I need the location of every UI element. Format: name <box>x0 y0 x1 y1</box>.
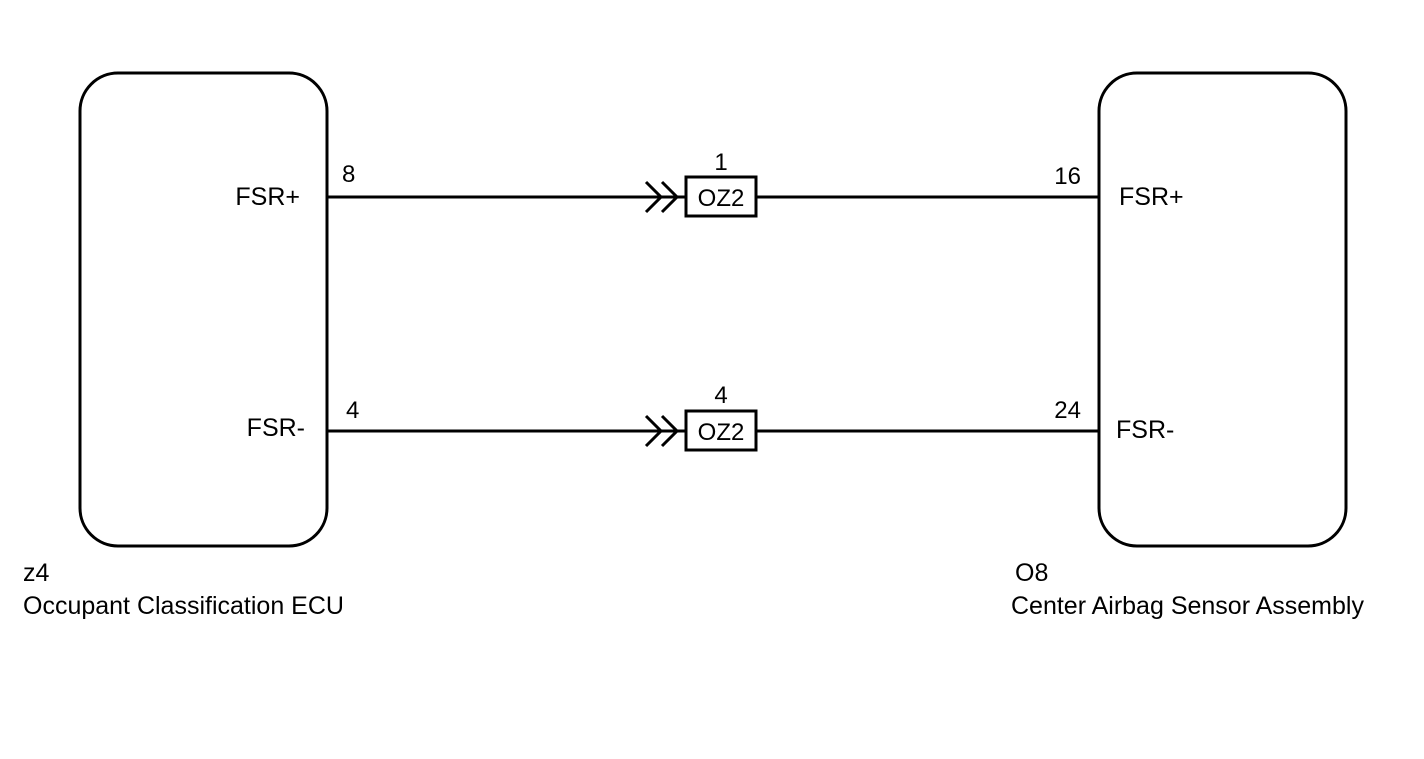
connector-pin-top: 1 <box>714 149 727 176</box>
right-signal-fsr-plus: FSR+ <box>1119 183 1184 211</box>
left-signal-fsr-minus: FSR- <box>247 414 305 442</box>
connector-arrow-icon <box>660 180 680 214</box>
left-pin-top: 8 <box>342 161 355 188</box>
right-pin-bottom: 24 <box>1054 397 1081 424</box>
left-component-code: z4 <box>23 559 50 587</box>
left-signal-fsr-plus: FSR+ <box>235 183 300 211</box>
left-component-name: Occupant Classification ECU <box>23 592 344 620</box>
right-component-code: O8 <box>1015 559 1048 587</box>
connector-label-top: OZ2 <box>698 185 745 212</box>
wire-fsr-plus <box>327 175 1099 218</box>
connector-box <box>684 409 758 452</box>
connector-arrow-icon <box>644 414 664 448</box>
right-component-name: Center Airbag Sensor Assembly <box>1011 592 1364 620</box>
right-pin-top: 16 <box>1054 163 1081 190</box>
right-signal-fsr-minus: FSR- <box>1116 416 1174 444</box>
connector-pin-bottom: 4 <box>714 382 727 409</box>
connector-box <box>684 175 758 218</box>
wire-fsr-minus <box>327 409 1099 452</box>
right-component-box <box>1097 71 1348 548</box>
left-component-box <box>78 71 329 548</box>
connector-arrow-icon <box>660 414 680 448</box>
connector-label-bottom: OZ2 <box>698 419 745 446</box>
connector-arrow-icon <box>644 180 664 214</box>
left-pin-bottom: 4 <box>346 397 359 424</box>
